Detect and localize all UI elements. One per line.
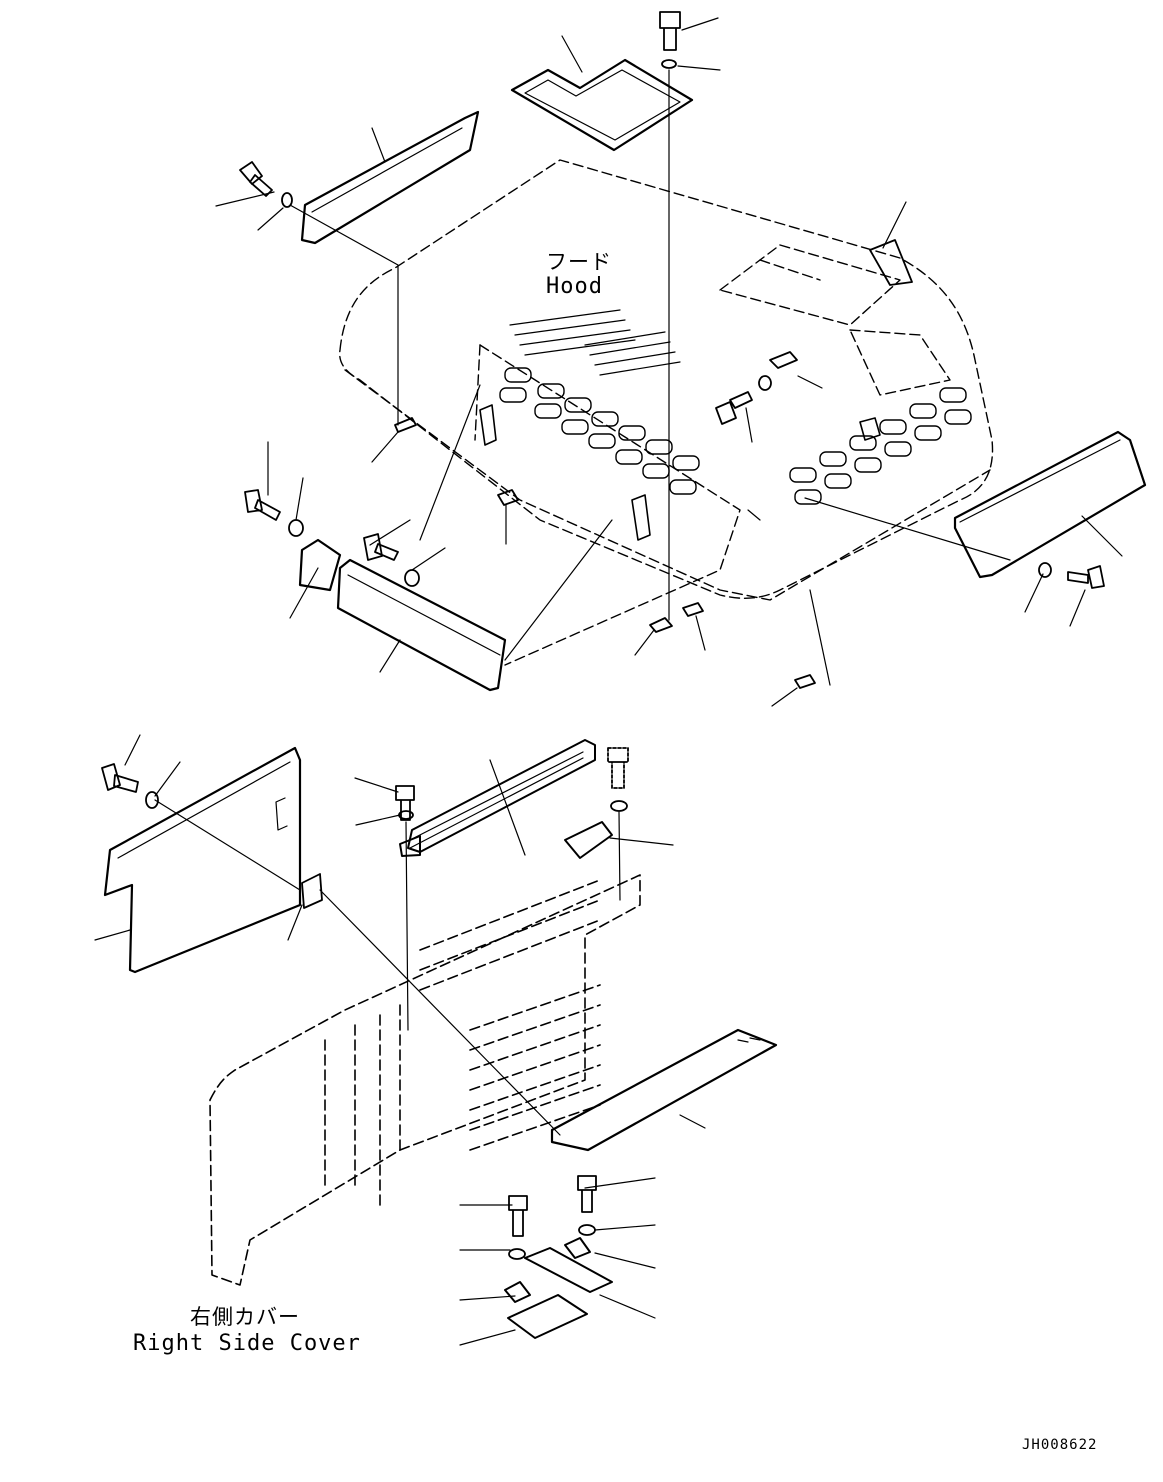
hood-bolts	[239, 11, 1105, 589]
panel-small-plate	[301, 873, 323, 909]
drawing-code: JH008622	[1022, 1437, 1098, 1453]
right-lower-cover	[953, 430, 1147, 579]
bottom-long-plate	[550, 1028, 778, 1152]
hood-label-en: Hood	[546, 274, 603, 299]
large-side-panel	[103, 746, 302, 974]
hood-label-jp: フード	[546, 250, 612, 274]
hood-latches	[479, 404, 881, 541]
cover-leader-lines	[94, 734, 706, 1346]
top-cover-plate	[510, 58, 694, 152]
small-brackets	[394, 239, 913, 689]
right-side-cover-label-en: Right Side Cover	[133, 1331, 361, 1356]
right-side-cover-frame	[209, 874, 641, 1286]
hood-vent-grille-top	[509, 309, 681, 376]
right-side-cover-label-jp: 右側カバー	[190, 1305, 300, 1329]
triangular-plate	[564, 821, 613, 859]
hood-vent-louvers	[499, 367, 972, 505]
bottom-brackets	[504, 1237, 613, 1339]
upper-rail	[399, 739, 596, 857]
hood-leader-lines	[215, 17, 1123, 707]
hood-outline	[338, 159, 994, 666]
cover-bolts	[101, 747, 629, 1260]
left-lower-cover	[298, 538, 507, 692]
left-upper-cover	[300, 110, 480, 245]
